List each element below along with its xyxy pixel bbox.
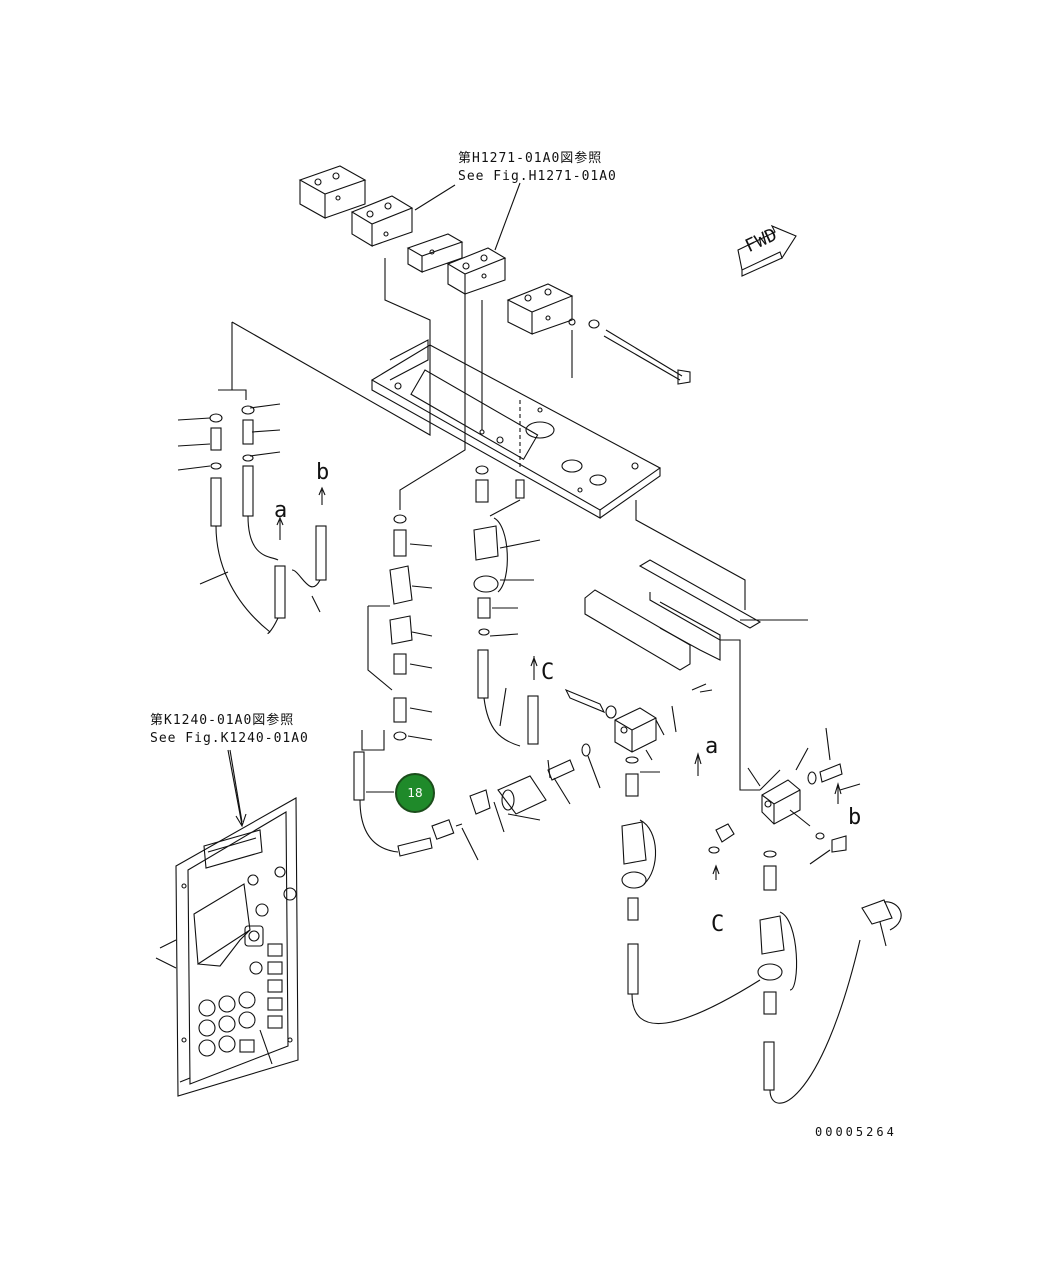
mounting-plate [370, 339, 662, 519]
drawing-number: 00005264 [815, 1125, 897, 1139]
view-letter-b-right: b [848, 805, 862, 830]
view-letter-c-center: C [541, 660, 555, 685]
callout-18-badge[interactable]: 18 [395, 773, 435, 813]
hose-18 [353, 730, 455, 857]
leader-lines [218, 258, 746, 610]
left-hose-assembly [177, 403, 327, 635]
center-valve-stack [367, 514, 433, 741]
junction-block [564, 559, 861, 865]
panel-ref-leader [229, 749, 243, 823]
clamp-blocks [298, 165, 691, 385]
center-hose-line [455, 743, 601, 861]
right-lower-stack [547, 752, 902, 1104]
ref-label-k1240-en: See Fig.K1240-01A0 [150, 731, 309, 746]
view-letter-c-right: C [711, 912, 725, 937]
ref-label-h1271-jp: 第H1271-01A0図参照 [458, 151, 603, 166]
instrument-panel [155, 749, 299, 1097]
center-fittings [473, 465, 541, 747]
view-letter-a-right: a [705, 734, 719, 759]
view-letter-a-left: a [274, 498, 288, 523]
ref-label-h1271-en: See Fig.H1271-01A0 [458, 169, 617, 184]
ref-label-k1240-jp: 第K1240-01A0図参照 [150, 713, 295, 728]
view-letter-b-left: b [316, 460, 330, 485]
fwd-arrow [737, 224, 797, 277]
